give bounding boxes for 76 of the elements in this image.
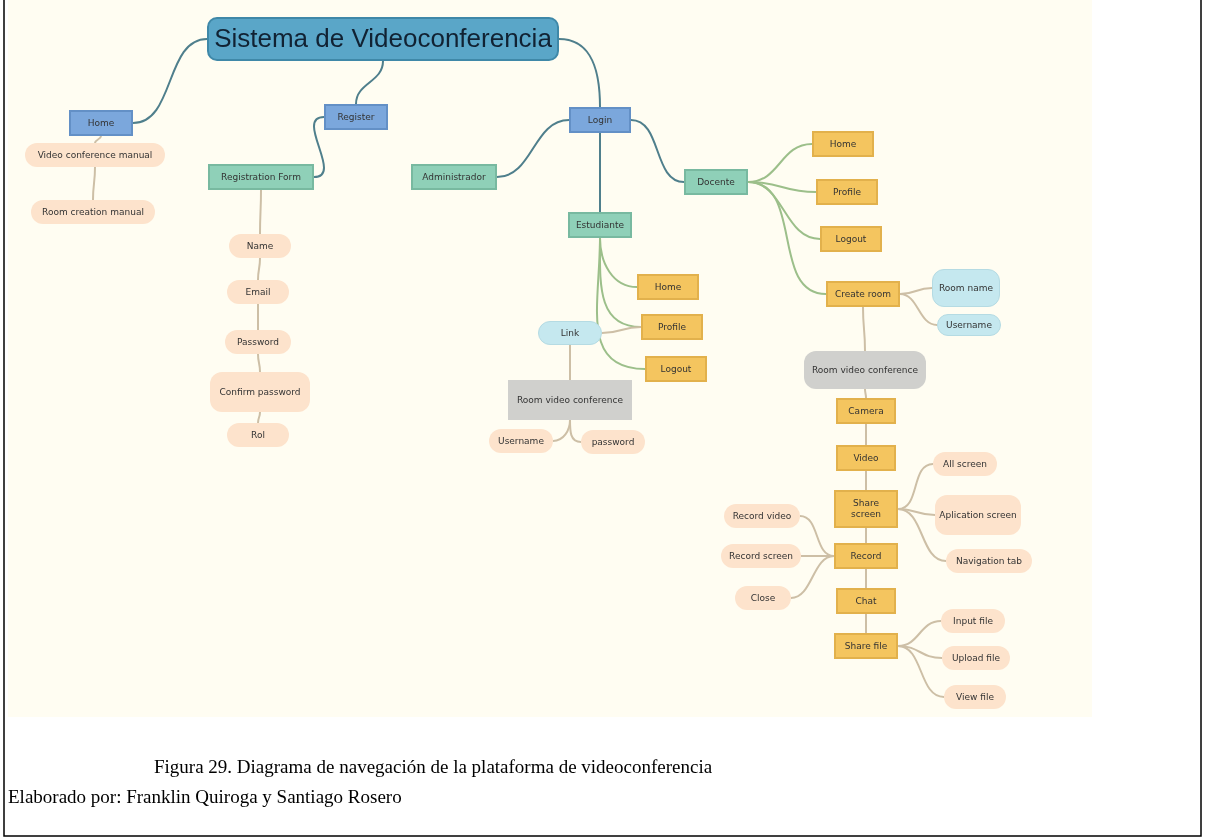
connector-line [355,60,384,105]
option-box: Logout [645,356,707,382]
connector-line [496,119,570,178]
author-credit: Elaborado por: Franklin Quiroga y Santiago Rosero [8,786,402,808]
connector-line [257,353,261,373]
figure-caption: Figura 29. Diagrama de navegación de la plataforma de videoconferencia [154,756,713,778]
connector-line [569,344,571,381]
field-pill: Room creation manual [31,200,155,224]
connector-line [897,508,947,562]
screen-box: Room video conference [804,351,926,389]
field-pill: Record video [724,504,800,528]
page-box: Home [69,110,133,136]
connector-line [899,293,938,326]
connector-line [862,306,866,352]
screen-box: Room video conference [508,380,632,420]
field-pill: Close [735,586,791,610]
connector-line [790,555,835,599]
option-box: Share screen [834,490,898,528]
connector-line [865,423,867,446]
page-box: Register [324,104,388,130]
connector-line [92,166,96,201]
field-pill: Username [489,429,553,453]
element-pill: Link [538,321,602,345]
element-pill: Room name [932,269,1000,307]
field-pill: Confirm password [210,372,310,412]
section-box: Administrador [411,164,497,190]
option-box: Share file [834,633,898,659]
connector-line [259,189,262,235]
connector-line [601,326,642,334]
connector-line [865,568,867,589]
field-pill: Password [225,330,291,354]
field-pill: Video conference manual [25,143,165,167]
connector-line [630,119,685,183]
connector-line [865,527,867,544]
option-box: Create room [826,281,900,307]
field-pill: View file [944,685,1006,709]
element-pill: Username [937,314,1001,336]
field-pill: Input file [941,609,1005,633]
connector-line [257,257,261,281]
option-box: Camera [836,398,896,424]
title-box: Sistema de Videoconferencia [207,17,559,61]
connector-line [558,38,601,108]
option-box: Profile [816,179,878,205]
field-pill: Navigation tab [946,549,1032,573]
section-box: Estudiante [568,212,632,238]
field-pill: Name [229,234,291,258]
field-pill: Email [227,280,289,304]
section-box: Registration Form [208,164,314,190]
connector-line [257,303,259,331]
option-box: Home [812,131,874,157]
connector-line [596,237,646,370]
option-box: Profile [641,314,703,340]
connector-line [257,411,261,424]
field-pill: Aplication screen [935,495,1021,535]
section-box: Docente [684,169,748,195]
connector-line [313,116,325,178]
connector-line [897,645,945,698]
field-pill: Upload file [942,646,1010,670]
option-box: Logout [820,226,882,252]
connector-line [132,38,208,124]
connector-line [747,181,827,295]
field-pill: All screen [933,452,997,476]
option-box: Video [836,445,896,471]
connector-line [569,419,582,443]
connector-line [864,388,867,399]
field-pill: password [581,430,645,454]
option-box: Chat [836,588,896,614]
connector-line [865,613,867,634]
connector-line [599,132,601,213]
option-box: Home [637,274,699,300]
field-pill: Record screen [721,544,801,568]
field-pill: Rol [227,423,289,447]
option-box: Record [834,543,898,569]
connector-line [94,135,102,144]
page-box: Login [569,107,631,133]
connector-line [865,470,867,491]
